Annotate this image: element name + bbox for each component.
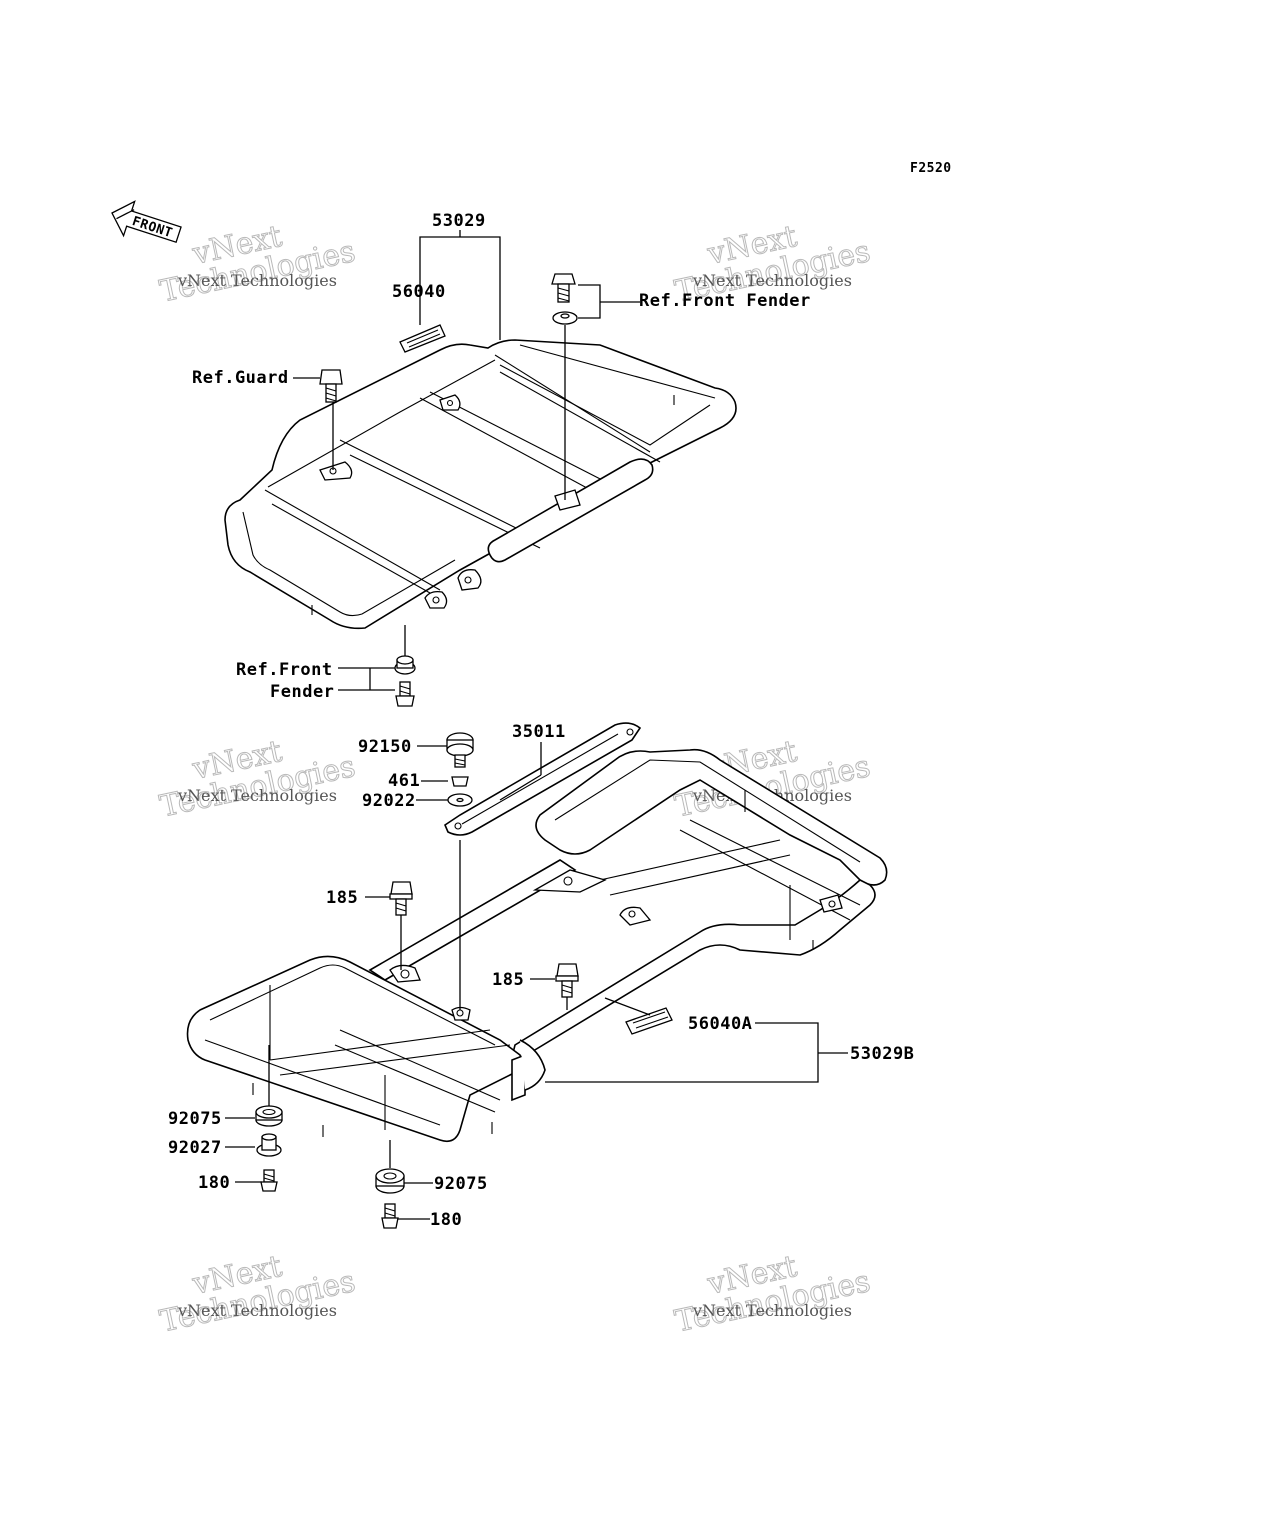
bolt-ref-front-fender-bottom-icon xyxy=(395,681,415,707)
knob-92150-icon xyxy=(446,732,474,768)
label-ref-front-line1: Ref.Front xyxy=(236,660,333,680)
svg-text:vNext Technologies: vNext Technologies xyxy=(177,1301,337,1320)
nut-461-icon xyxy=(451,776,469,787)
label-56040: 56040 xyxy=(392,282,446,302)
label-53029b: 53029B xyxy=(850,1044,914,1064)
label-35011: 35011 xyxy=(512,722,566,742)
label-180b: 180 xyxy=(430,1210,462,1230)
label-185a: 185 xyxy=(326,888,358,908)
rear-carrier-53029b xyxy=(186,748,888,1143)
bolt-ref-front-fender-top-icon xyxy=(551,273,576,303)
bushing-92075b-icon xyxy=(375,1168,405,1194)
watermark-5: vNext Technologies vNext Technologies xyxy=(156,1248,358,1340)
bolt-185b-icon xyxy=(555,963,579,998)
label-461: 461 xyxy=(388,771,420,791)
decal-56040a xyxy=(625,1007,673,1035)
label-ref-guard: Ref.Guard xyxy=(192,368,289,388)
label-92075a: 92075 xyxy=(168,1109,222,1129)
watermark-6: vNext Technologies vNext Technologies xyxy=(671,1248,873,1340)
label-92150: 92150 xyxy=(358,737,412,757)
svg-text:vNext Technologies: vNext Technologies xyxy=(692,1301,852,1320)
label-ref-front-fender-top: Ref.Front Fender xyxy=(639,291,811,311)
label-180a: 180 xyxy=(198,1173,230,1193)
figure-code: F2520 xyxy=(910,161,952,176)
washer-ref-front-fender-top-icon xyxy=(552,311,578,325)
svg-text:vNext Technologies: vNext Technologies xyxy=(177,271,337,290)
bolt-185a-icon xyxy=(389,881,413,916)
watermark-3: vNext Technologies vNext Technologies xyxy=(156,733,358,825)
svg-text:vNext Technologies: vNext Technologies xyxy=(692,271,852,290)
label-92027: 92027 xyxy=(168,1138,222,1158)
watermark-1: vNext Technologies vNext Technologies xyxy=(156,218,358,310)
label-92075b: 92075 xyxy=(434,1174,488,1194)
label-ref-front-line2: Fender xyxy=(270,682,334,702)
label-185b: 185 xyxy=(492,970,524,990)
label-56040a: 56040A xyxy=(688,1014,752,1034)
bushing-92075a-icon xyxy=(255,1105,283,1127)
front-carrier-53029 xyxy=(224,339,737,630)
leaders-bottom xyxy=(225,742,848,1220)
bar-35011 xyxy=(444,722,642,836)
decal-56040 xyxy=(399,324,446,353)
label-53029: 53029 xyxy=(432,211,486,231)
grommet-ref-front-fender-icon xyxy=(394,655,416,675)
front-arrow-icon: FRONT xyxy=(111,200,182,244)
rear-carrier-upper-loop xyxy=(535,748,888,886)
bolt-180b-icon xyxy=(381,1203,399,1229)
front-carrier-frame xyxy=(224,339,737,630)
collar-92027-icon xyxy=(256,1133,282,1157)
svg-text:vNext Technologies: vNext Technologies xyxy=(177,786,337,805)
washer-92022-icon xyxy=(447,793,473,807)
bolt-180a-icon xyxy=(260,1169,278,1192)
leaders-top xyxy=(293,230,640,691)
label-92022: 92022 xyxy=(362,791,416,811)
bolt-ref-guard-icon xyxy=(319,369,343,403)
